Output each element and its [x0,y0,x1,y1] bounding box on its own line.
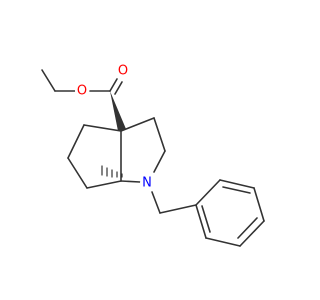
bond-carbonyl-double-b [114,81,123,95]
atom-mask [75,84,89,98]
bond-methyl-methylene [41,69,56,92]
benzyl-group [151,179,265,247]
atom-carbonyl-oxygen: O [116,64,130,79]
benzene-inner-double-bond [201,205,211,233]
benzene-inner-double-bond [237,217,258,239]
atom-ester-oxygen: O [75,84,89,99]
hashed-stereo-bond [101,165,123,178]
bond-nitrogen-benzylic-carbon [151,191,161,214]
cyclopentane-ring [67,124,122,189]
bond-c5-c6 [67,157,88,189]
bond-c3a-c4 [83,124,122,132]
benzene-inner-double-bond [222,186,251,194]
benzene-bond [195,179,221,206]
bond-c6-c6a [86,180,122,189]
atom-mask [116,64,130,78]
ethyl-group [41,69,76,92]
bond-c3a-c3 [120,117,155,132]
bond-carbonyl-double-a [109,78,118,92]
bond-benzylic-carbon-ipso [159,204,197,214]
atom-mask [140,176,154,190]
bond-c2-nitrogen [153,150,166,173]
wedge-bond-carbonyl-to-quaternary-carbon [110,91,126,131]
chemical-structure-diagram: O O N [41,64,265,247]
benzene-bond [219,179,255,189]
carbonyl-oxygen-label: O [118,64,128,79]
benzene-ring [195,179,265,247]
ester-group [89,78,126,131]
benzene-bond [239,220,265,247]
benzene-bond [253,187,265,222]
pyrrolidine-ring [120,117,166,183]
atom-ring-nitrogen: N [140,176,154,191]
bond-c3-c2 [153,117,166,152]
ester-oxygen-label: O [77,84,87,99]
benzene-bond [205,237,241,247]
benzene-bond [195,204,207,239]
ring-nitrogen-label: N [142,176,152,191]
bond-c4-c5 [67,124,85,159]
bond-nitrogen-c6a [120,180,141,183]
